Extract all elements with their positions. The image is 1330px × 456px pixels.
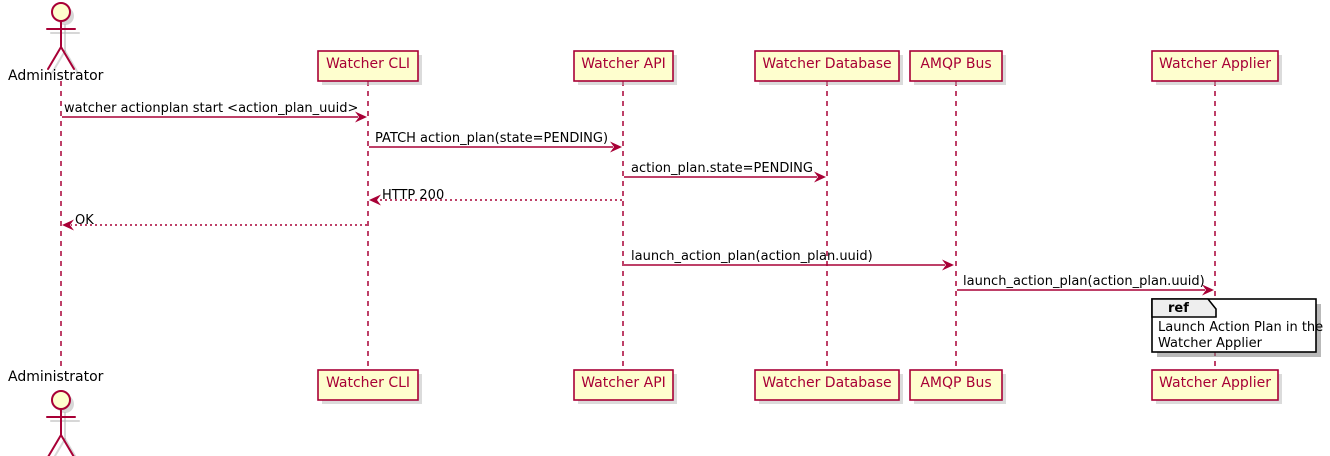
arrowhead-7 [1202,284,1214,296]
arrowhead-3 [814,171,826,183]
message-label-3: action_plan.state=PENDING [631,161,813,176]
participant-label-watcher-applier-bottom: Watcher Applier [1159,375,1271,391]
ref-tab-label: ref [1168,301,1189,316]
participant-label-amqp-bus-bottom: AMQP Bus [920,375,992,391]
participant-label-watcher-database-top: Watcher Database [762,56,892,72]
participant-box-watcher-database-top[interactable] [754,50,903,85]
participant-box-watcher-api-top[interactable] [573,50,677,85]
participant-label-watcher-cli-top: Watcher CLI [325,56,411,72]
participant-label-administrator-bottom: Administrator [8,369,104,385]
ref-body-line-2: Watcher Applier [1158,336,1262,351]
participant-label-watcher-applier-top: Watcher Applier [1159,56,1271,72]
participant-box-amqp-bus-bottom[interactable] [909,369,1006,404]
arrowhead-1 [355,111,367,123]
participant-box-watcher-applier-top[interactable] [1151,50,1282,85]
message-label-5: OK [75,213,94,228]
arrowhead-2 [610,141,622,153]
actor-glyph-administrator-top [46,2,80,74]
message-arrows-group [62,111,1214,296]
participant-label-watcher-api-bottom: Watcher API [581,375,666,391]
participant-box-watcher-database-bottom[interactable] [754,369,903,404]
participant-label-watcher-cli-bottom: Watcher CLI [325,375,411,391]
lifelines-group [60,81,1216,370]
arrowhead-4 [369,194,381,206]
participant-box-watcher-applier-bottom[interactable] [1151,369,1282,404]
arrowhead-5 [62,219,74,231]
message-label-4: HTTP 200 [382,188,445,203]
participant-boxes-group [317,50,1282,404]
participant-box-amqp-bus-top[interactable] [909,50,1006,85]
participant-label-administrator-top: Administrator [8,68,104,84]
participant-label-watcher-api-top: Watcher API [581,56,666,72]
participant-label-amqp-bus-top: AMQP Bus [920,56,992,72]
participant-box-watcher-cli-bottom[interactable] [317,369,422,404]
participant-box-watcher-api-bottom[interactable] [573,369,677,404]
actor-glyphs-group [46,2,80,456]
participant-label-watcher-database-bottom: Watcher Database [762,375,892,391]
message-label-6: launch_action_plan(action_plan.uuid) [631,249,873,264]
ref-body-line-1: Launch Action Plan in the [1158,320,1324,335]
message-label-2: PATCH action_plan(state=PENDING) [375,131,609,146]
ref-tab [1151,298,1217,318]
actor-glyph-administrator-bottom [46,390,80,456]
arrowhead-6 [942,259,954,271]
message-label-7: launch_action_plan(action_plan.uuid) [963,274,1205,289]
message-label-1: watcher actionplan start <action_plan_uu… [64,101,359,116]
ref-fragment-group [1151,298,1321,357]
participant-box-watcher-cli-top[interactable] [317,50,422,85]
